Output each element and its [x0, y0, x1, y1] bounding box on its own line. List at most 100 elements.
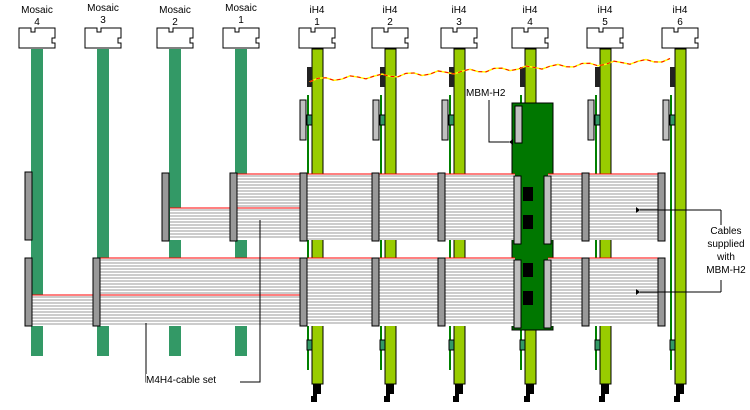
card-bracket — [371, 27, 409, 49]
header-pins — [449, 67, 454, 87]
led — [594, 114, 601, 126]
card-latch — [384, 384, 394, 402]
column-number: 2 — [387, 17, 393, 28]
cables-line-3: with — [717, 252, 735, 263]
column-name: iH4 — [309, 5, 325, 16]
cables-line-1: Cables — [710, 226, 742, 237]
front-connector — [662, 99, 670, 141]
column-name: iH4 — [597, 5, 613, 16]
ribbon-connector — [371, 172, 380, 242]
column-name: Mosaic — [87, 3, 119, 14]
led — [669, 114, 676, 126]
column-name: Mosaic — [21, 5, 53, 16]
ribbon-connector — [513, 175, 522, 245]
ribbon-connector — [371, 257, 380, 327]
ribbon-connector — [229, 172, 238, 242]
cables-line-2: supplied — [707, 239, 745, 250]
column-name: iH4 — [382, 5, 398, 16]
card-bracket — [18, 27, 56, 49]
column-number: 1 — [238, 15, 244, 26]
card-bracket — [222, 27, 260, 49]
chip — [523, 187, 533, 201]
ribbon-connector — [24, 171, 33, 241]
led — [519, 339, 526, 351]
chip — [523, 263, 533, 277]
card-latch — [524, 384, 534, 402]
column-number: 5 — [602, 17, 608, 28]
arrow-head — [636, 289, 640, 295]
card-bracket — [156, 27, 194, 49]
mosaic-card-bar — [31, 49, 43, 356]
header-pins — [595, 67, 600, 87]
front-connector — [299, 99, 307, 141]
column-name: Mosaic — [225, 3, 257, 14]
arrow-head — [509, 139, 513, 145]
led — [594, 339, 601, 351]
chip — [523, 215, 533, 229]
led — [379, 339, 386, 351]
ribbon-connector — [161, 172, 170, 242]
column-number: 1 — [314, 17, 320, 28]
led — [448, 339, 455, 351]
column-number: 4 — [527, 17, 533, 28]
card-latch — [674, 384, 684, 402]
ribbon-connector — [513, 259, 522, 329]
m4h4-cable-set-label: M4H4-cable set — [146, 374, 217, 387]
ribbon-connector — [543, 259, 552, 329]
front-connector — [372, 99, 380, 141]
ribbon-connector — [581, 257, 590, 327]
led — [379, 114, 386, 126]
cables-supplied-label: Cables supplied with MBM-H2 — [696, 225, 750, 277]
ribbon-connector — [543, 175, 552, 245]
mbm-leader-line — [488, 100, 509, 143]
ribbon-connector — [92, 257, 101, 327]
ribbon-connector — [299, 257, 308, 327]
front-connector — [441, 99, 449, 141]
chip — [523, 291, 533, 305]
card-bracket — [586, 27, 624, 49]
ribbon-connector — [581, 172, 590, 242]
arrow-head — [636, 207, 640, 213]
card-bracket — [298, 27, 336, 49]
header-pins — [520, 67, 525, 87]
card-latch — [311, 384, 321, 402]
led — [306, 339, 313, 351]
ih4-card-bar — [674, 48, 687, 385]
header-pins — [380, 67, 385, 87]
led — [448, 114, 455, 126]
card-latch — [453, 384, 463, 402]
led — [669, 339, 676, 351]
mbm-header — [514, 105, 523, 144]
ribbon-connector — [24, 257, 33, 327]
ribbon-connector — [299, 172, 308, 242]
column-number: 4 — [34, 17, 40, 28]
card-bracket — [84, 27, 122, 49]
cables-line-4: MBM-H2 — [706, 265, 746, 276]
column-name: iH4 — [522, 5, 538, 16]
column-name: iH4 — [672, 5, 688, 16]
mbm-h2-label: MBM-H2 — [466, 87, 506, 100]
card-bracket — [661, 27, 699, 49]
header-pins — [670, 67, 675, 87]
front-connector — [587, 99, 595, 141]
card-bracket — [511, 27, 549, 49]
card-latch — [599, 384, 609, 402]
cables-leader-line — [640, 209, 722, 293]
ribbon-connector — [437, 172, 446, 242]
header-pins — [307, 67, 312, 87]
ribbon-connector — [657, 172, 666, 242]
sync-cable-red — [309, 58, 671, 83]
column-name: Mosaic — [159, 5, 191, 16]
column-number: 6 — [677, 17, 683, 28]
column-number: 3 — [456, 17, 462, 28]
